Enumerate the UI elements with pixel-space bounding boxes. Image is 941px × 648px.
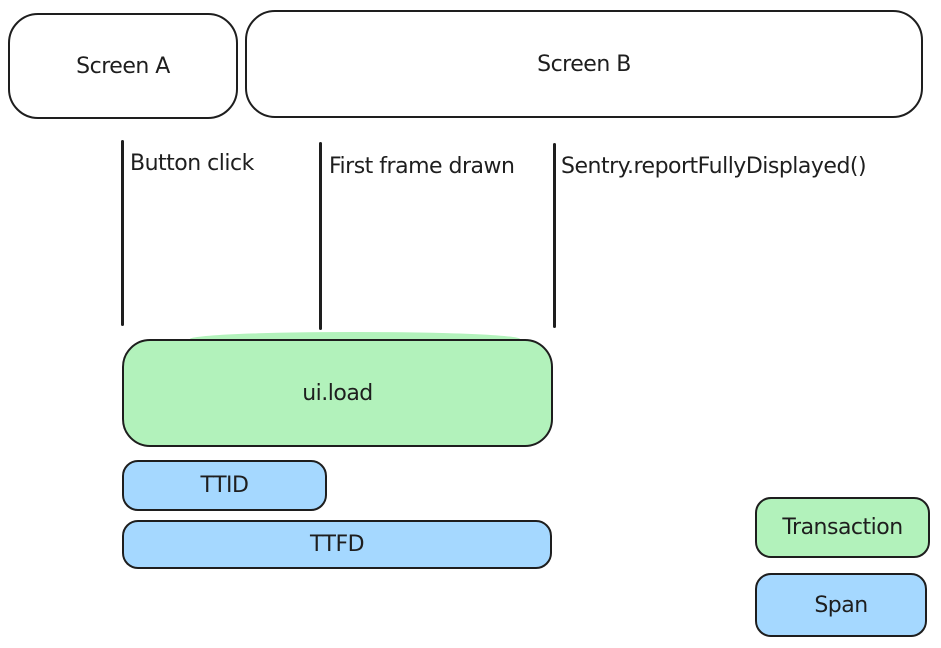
marker-label-first-frame-drawn: First frame drawn: [329, 154, 515, 179]
transaction-bar-ui-load: ui.load: [122, 339, 553, 447]
screen-b-label: Screen B: [537, 51, 631, 77]
screen-a-label: Screen A: [76, 53, 170, 79]
ttfd-bar-label: TTFD: [309, 532, 365, 557]
transaction-bar-label: ui.load: [302, 380, 373, 406]
legend-item-transaction: Transaction: [755, 497, 930, 558]
marker-label-report-fully-displayed: Sentry.reportFullyDisplayed(): [561, 154, 867, 179]
span-bar-ttid: TTID: [122, 460, 327, 511]
legend-transaction-label: Transaction: [782, 515, 903, 540]
legend-span-label: Span: [814, 592, 868, 618]
ttid-bar-label: TTID: [200, 473, 249, 498]
screen-a-box: Screen A: [8, 13, 238, 119]
marker-label-button-click: Button click: [130, 151, 254, 176]
span-bar-ttfd: TTFD: [122, 520, 552, 569]
marker-line-first-frame-drawn: [319, 142, 322, 330]
marker-line-button-click: [121, 140, 124, 326]
legend-item-span: Span: [755, 573, 927, 637]
screen-b-box: Screen B: [245, 10, 923, 118]
marker-line-report-fully-displayed: [553, 143, 556, 328]
